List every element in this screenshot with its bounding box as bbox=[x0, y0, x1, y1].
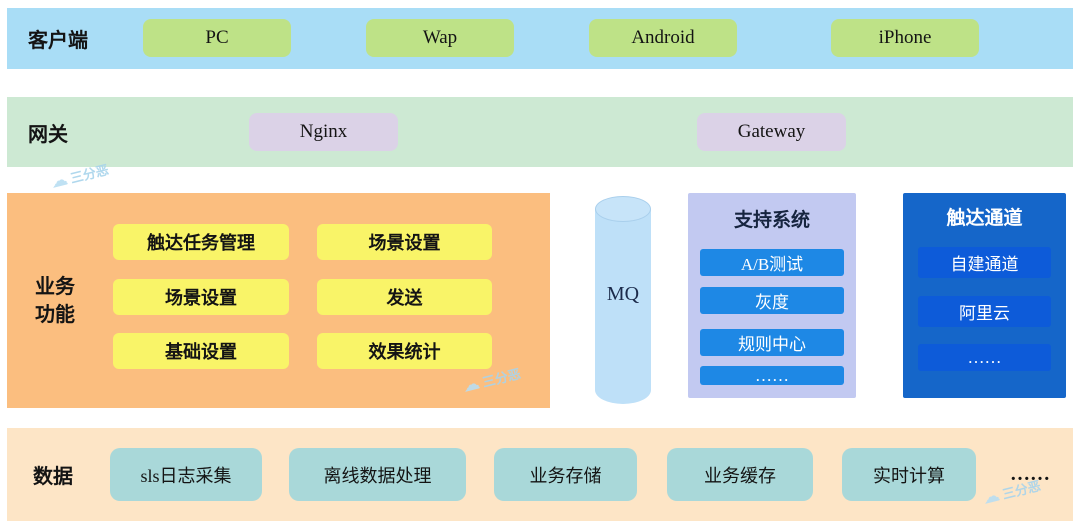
data-item-business-storage: 业务存储 bbox=[494, 448, 637, 501]
business-item-basic-setting: 基础设置 bbox=[113, 333, 289, 369]
client-item-android: Android bbox=[589, 19, 737, 57]
business-item-scene-setting-2: 场景设置 bbox=[113, 279, 289, 315]
mq-cylinder-top bbox=[595, 196, 651, 222]
mq-cylinder-body bbox=[595, 209, 651, 404]
client-layer-label: 客户端 bbox=[28, 30, 88, 52]
cloud-icon: ☁ bbox=[48, 169, 70, 192]
gateway-item-nginx: Nginx bbox=[249, 113, 398, 151]
reach-channel-title: 触达通道 bbox=[946, 208, 1023, 229]
business-functions-panel: 业务 功能 触达任务管理 场景设置 场景设置 发送 基础设置 效果统计 bbox=[7, 193, 550, 408]
mq-label: MQ bbox=[606, 283, 640, 305]
reach-channel-panel: 触达通道 自建通道 阿里云 …… bbox=[903, 193, 1066, 398]
data-item-more: …… bbox=[1010, 463, 1050, 485]
business-item-send: 发送 bbox=[317, 279, 492, 315]
business-item-scene-setting-1: 场景设置 bbox=[317, 224, 492, 260]
channel-item-more: …… bbox=[918, 344, 1051, 371]
data-item-realtime-compute: 实时计算 bbox=[842, 448, 976, 501]
client-item-pc: PC bbox=[143, 19, 291, 57]
support-system-panel: 支持系统 A/B测试 灰度 规则中心 …… bbox=[688, 193, 856, 398]
support-item-rule-center: 规则中心 bbox=[700, 329, 844, 356]
data-layer-label: 数据 bbox=[33, 466, 73, 488]
channel-item-aliyun: 阿里云 bbox=[918, 296, 1051, 327]
support-item-ab-test: A/B测试 bbox=[700, 249, 844, 276]
gateway-item-gateway: Gateway bbox=[697, 113, 846, 151]
gateway-layer-label: 网关 bbox=[28, 123, 68, 146]
business-label-line2: 功能 bbox=[35, 303, 75, 326]
data-item-offline-processing: 离线数据处理 bbox=[289, 448, 466, 501]
channel-item-self-built: 自建通道 bbox=[918, 247, 1051, 278]
business-item-effect-statistics: 效果统计 bbox=[317, 333, 492, 369]
business-item-task-management: 触达任务管理 bbox=[113, 224, 289, 260]
client-item-wap: Wap bbox=[366, 19, 514, 57]
data-item-business-cache: 业务缓存 bbox=[667, 448, 813, 501]
support-item-gray-release: 灰度 bbox=[700, 287, 844, 314]
client-layer-band: 客户端 PC Wap Android iPhone bbox=[7, 8, 1073, 69]
business-layer-label: 业务 功能 bbox=[35, 193, 85, 408]
data-layer-band: 数据 sls日志采集 离线数据处理 业务存储 业务缓存 实时计算 …… bbox=[7, 428, 1073, 521]
gateway-layer-band: 网关 Nginx Gateway bbox=[7, 97, 1073, 167]
data-item-sls-log: sls日志采集 bbox=[110, 448, 262, 501]
support-system-title: 支持系统 bbox=[733, 210, 810, 231]
business-label-line1: 业务 bbox=[35, 275, 75, 298]
support-item-more: …… bbox=[700, 366, 844, 385]
client-item-iphone: iPhone bbox=[831, 19, 979, 57]
